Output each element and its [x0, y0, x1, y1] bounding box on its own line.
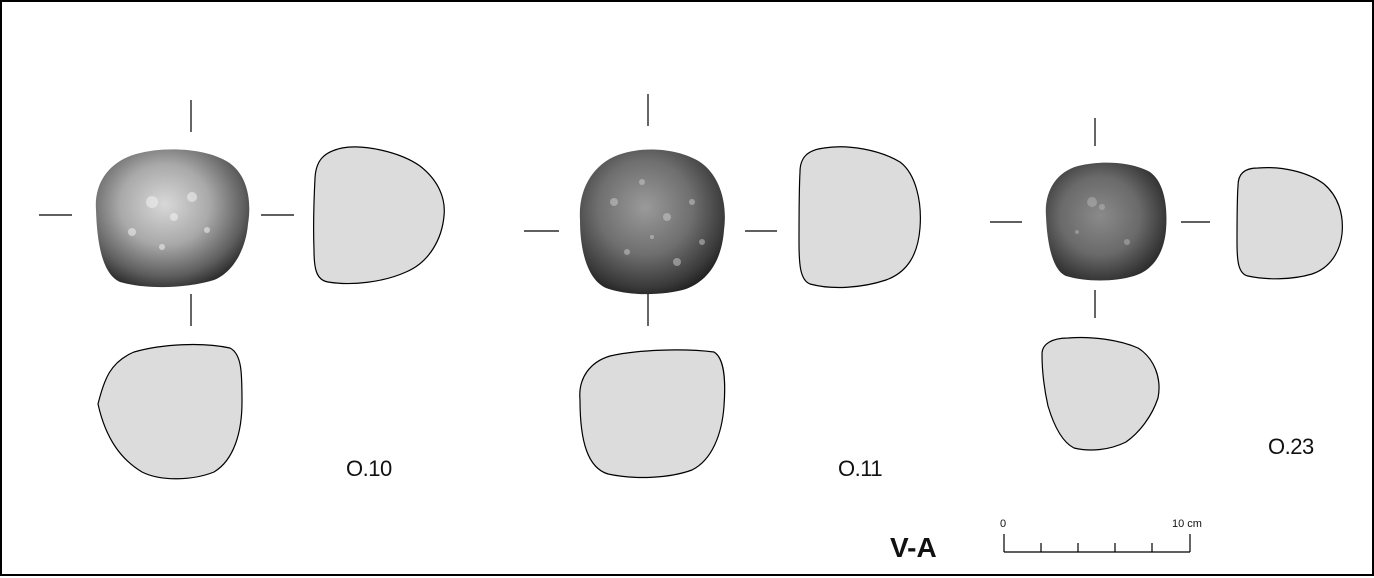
- plate-title: V-A: [890, 532, 937, 563]
- stone-texture: [128, 192, 210, 250]
- top-view-outline: [1041, 336, 1160, 451]
- object-label-o23: O.23: [1268, 434, 1314, 459]
- side-view-outline: [798, 146, 921, 289]
- side-view-outline: [1236, 167, 1343, 280]
- object-o10: [39, 100, 445, 480]
- stone-texture: [610, 179, 705, 266]
- object-o23: [990, 118, 1343, 451]
- orientation-crosshair: [39, 100, 294, 326]
- scale-start-label: 0: [1000, 518, 1007, 530]
- orientation-crosshair: [990, 118, 1210, 318]
- stone-texture: [1075, 197, 1130, 245]
- orientation-crosshair: [524, 94, 777, 326]
- side-view-outline: [312, 146, 445, 285]
- object-label-o10: O.10: [346, 456, 392, 481]
- scale-bar: [1003, 534, 1191, 553]
- top-view-outline: [97, 343, 243, 480]
- object-o11: [524, 94, 921, 479]
- stone-photo: [1045, 162, 1167, 281]
- scale-end-label: 10 cm: [1172, 518, 1202, 530]
- stone-photo: [579, 149, 725, 295]
- object-label-o11: O.11: [838, 456, 883, 481]
- top-view-outline: [579, 349, 726, 479]
